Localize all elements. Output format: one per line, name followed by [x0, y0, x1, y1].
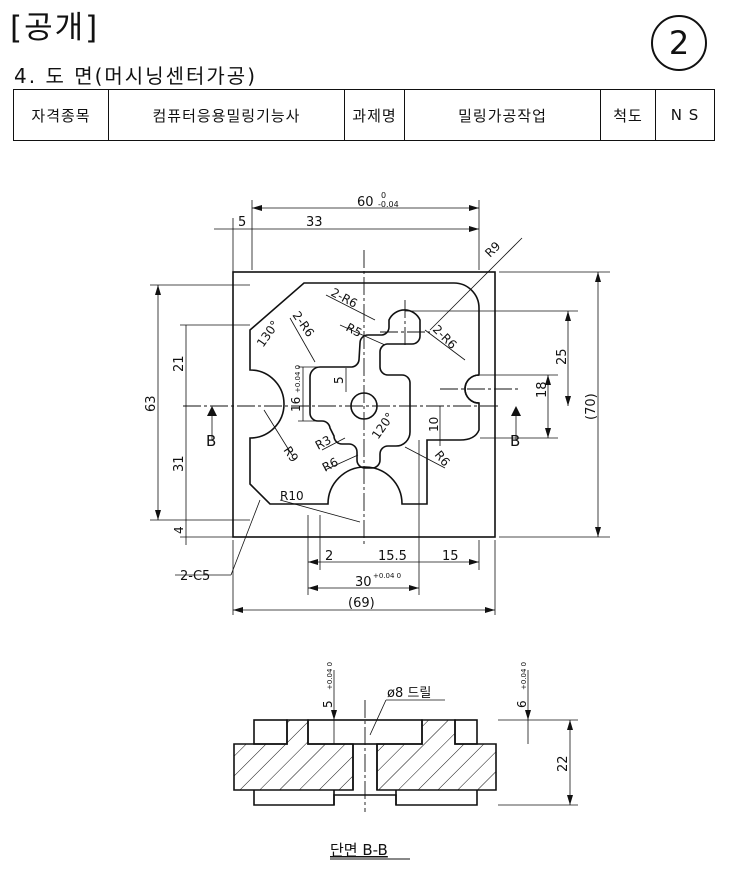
label-r10: R10 — [280, 489, 304, 503]
arrowheads — [155, 205, 601, 613]
title-block-table: 자격종목 컴퓨터응용밀링기능사 과제명 밀링가공작업 척도 N S — [13, 89, 715, 141]
central-boss — [309, 309, 421, 469]
centre-lines — [183, 250, 520, 545]
dim-33: 33 — [306, 215, 323, 230]
section-dim-22: 22 — [556, 755, 571, 772]
dim-31: 31 — [172, 455, 187, 472]
section-view — [233, 670, 578, 812]
section-mark-right: B — [510, 432, 520, 450]
section-dimension-lines — [333, 670, 578, 806]
dim-18: 18 — [535, 381, 550, 398]
section-dim-5: 5 — [321, 700, 335, 708]
dim-21: 21 — [172, 355, 187, 372]
dim-30: 30 — [355, 575, 372, 590]
dim-5-vertical: 5 — [332, 376, 346, 384]
label-subject: 자격종목 — [13, 89, 109, 141]
dim-2: 2 — [325, 549, 333, 564]
dim-5: 5 — [238, 215, 246, 230]
section-dim-6: 6 — [515, 700, 529, 708]
right-notch — [464, 374, 480, 404]
section-mark-left: B — [206, 432, 216, 450]
dim-30-tol: +0.04 0 — [373, 572, 401, 580]
value-scale: N S — [655, 89, 715, 141]
dim-15: 15 — [442, 549, 459, 564]
dim-25: 25 — [555, 348, 570, 365]
section-caption: 단면 B-B — [330, 841, 388, 859]
document-header: [공개] — [10, 10, 100, 46]
value-task: 밀링가공작업 — [404, 89, 601, 141]
label-r9-top: R9 — [482, 239, 503, 260]
dim-60: 60 — [357, 195, 374, 210]
dim-63: 63 — [144, 395, 159, 412]
label-r6-a: R6 — [320, 455, 341, 475]
dim-15-5: 15.5 — [378, 549, 407, 564]
dim-69: (69) — [348, 596, 375, 611]
dim-10: 10 — [427, 417, 441, 432]
section-dim-5-tol: +0.04 0 — [326, 662, 334, 690]
label-r9-left: R9 — [281, 444, 302, 465]
section-dim-6-tol: +0.04 0 — [520, 662, 528, 690]
label-2r6-top: 2-R6 — [329, 285, 360, 310]
value-subject: 컴퓨터응용밀링기능사 — [108, 89, 345, 141]
label-task: 과제명 — [344, 89, 405, 141]
dim-60-tol-lower: -0.04 — [378, 200, 399, 209]
section-outline — [253, 719, 478, 806]
dim-60-tol-upper: 0 — [381, 191, 386, 200]
label-r3: R3 — [313, 433, 334, 453]
sheet-number-badge: 2 — [651, 15, 707, 71]
document-subtitle: 4. 도 면(머시닝센터가공) — [14, 64, 258, 88]
label-r6-b: R6 — [432, 448, 453, 469]
label-r5: R5 — [344, 320, 365, 340]
dim-16: 16 — [289, 397, 303, 412]
dim-4: 4 — [172, 526, 186, 534]
label-chamfer: 2-C5 — [180, 569, 210, 584]
dim-70: (70) — [584, 393, 599, 420]
label-drill: ø8 드릴 — [387, 686, 431, 701]
section-hatched-body — [233, 719, 354, 791]
dim-16-tol: +0.04 0 — [294, 365, 302, 393]
